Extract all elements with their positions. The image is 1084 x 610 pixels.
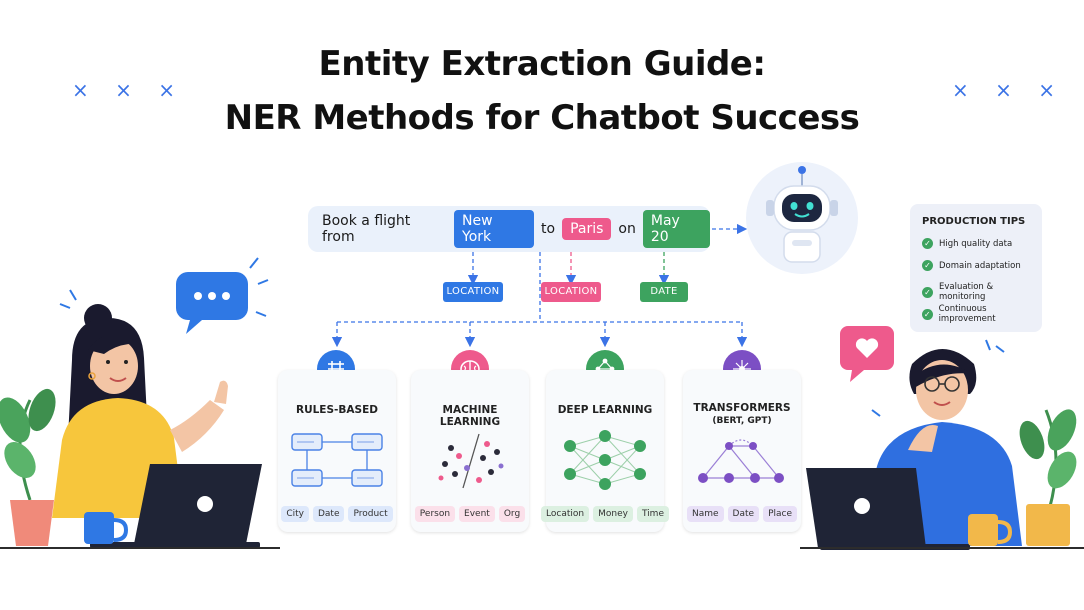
pill-place: Place	[763, 506, 797, 522]
method-card-dl: DEEP LEARNING Location Money Time	[541, 370, 669, 532]
pill-event: Event	[459, 506, 495, 522]
x-marks-right: × × ×	[952, 78, 1065, 102]
pill-money: Money	[593, 506, 633, 522]
tip-item: ✓ Domain adaptation	[922, 260, 1021, 271]
mug-icon	[968, 514, 1013, 546]
robot-icon	[746, 162, 858, 274]
method-card-transformers: TRANSFORMERS (BERT, GPT) Name Date Place	[683, 370, 801, 532]
man-with-laptop-illustration	[800, 326, 1084, 550]
pill-product: Product	[348, 506, 393, 522]
sentence-text-2: to	[541, 221, 556, 237]
pill-city: City	[281, 506, 309, 522]
method-title: TRANSFORMERS	[693, 402, 791, 414]
tip-text: Evaluation & monitoring	[938, 282, 994, 302]
check-icon: ✓	[922, 286, 933, 298]
pill-location: Location	[541, 506, 590, 522]
pill-time: Time	[636, 506, 669, 522]
woman-with-laptop-illustration	[0, 257, 280, 549]
sentence-text-3: on	[618, 221, 636, 237]
tag-location-1: LOCATION	[443, 282, 503, 302]
method-title: MACHINE LEARNING	[439, 404, 501, 428]
neural-net-illustration	[564, 430, 646, 490]
mug-icon	[84, 512, 129, 544]
tip-text: Continuous improvement	[938, 304, 996, 324]
tip-text: High quality data	[939, 238, 1013, 249]
plant-icon	[1019, 409, 1077, 546]
entity-may-20: May 20	[642, 210, 710, 248]
entity-paris: Paris	[562, 218, 612, 240]
method-title: RULES-BASED	[296, 404, 378, 416]
check-icon: ✓	[922, 238, 933, 249]
title-line-1: Entity Extraction Guide:	[318, 44, 766, 84]
laptop-icon	[90, 464, 262, 548]
pill-date: Date	[312, 506, 345, 522]
tip-item: ✓ Evaluation & monitoring	[922, 282, 1042, 302]
tip-item: ✓ Continuous improvement	[922, 304, 1042, 324]
pill-date: Date	[727, 506, 760, 522]
tag-location-2: LOCATION	[541, 282, 601, 302]
plant-icon	[0, 388, 56, 546]
tips-title: PRODUCTION TIPS	[922, 216, 1026, 227]
entity-new-york: New York	[454, 210, 535, 248]
tip-text: Domain adaptation	[939, 260, 1021, 271]
production-tips-panel: PRODUCTION TIPS ✓ High quality data ✓ Doma…	[910, 204, 1042, 332]
scatter-illustration	[438, 433, 504, 489]
check-icon: ✓	[922, 308, 933, 320]
sentence-text-1: Book a flight from	[322, 213, 411, 245]
check-icon: ✓	[922, 260, 933, 271]
example-sentence: Book a flight from New York to Paris on …	[308, 206, 710, 252]
chat-bubble-icon	[59, 257, 269, 334]
pill-person: Person	[414, 506, 456, 522]
tip-item: ✓ High quality data	[922, 238, 1012, 249]
title-line-2: NER Methods for Chatbot Success	[224, 98, 860, 138]
method-card-ml: MACHINE LEARNING Person Event Org	[411, 370, 529, 532]
flowchart-illustration	[291, 433, 383, 487]
attention-illustration	[698, 439, 784, 483]
pill-org: Org	[498, 506, 526, 522]
method-subtitle: (BERT, GPT)	[712, 416, 772, 426]
x-marks-left: × × ×	[72, 78, 185, 102]
tag-date: DATE	[640, 282, 688, 302]
method-title: DEEP LEARNING	[557, 404, 653, 416]
pill-name: Name	[686, 506, 724, 522]
method-card-rules: RULES-BASED City Date Product	[278, 370, 396, 532]
heart-bubble-icon	[840, 326, 894, 382]
